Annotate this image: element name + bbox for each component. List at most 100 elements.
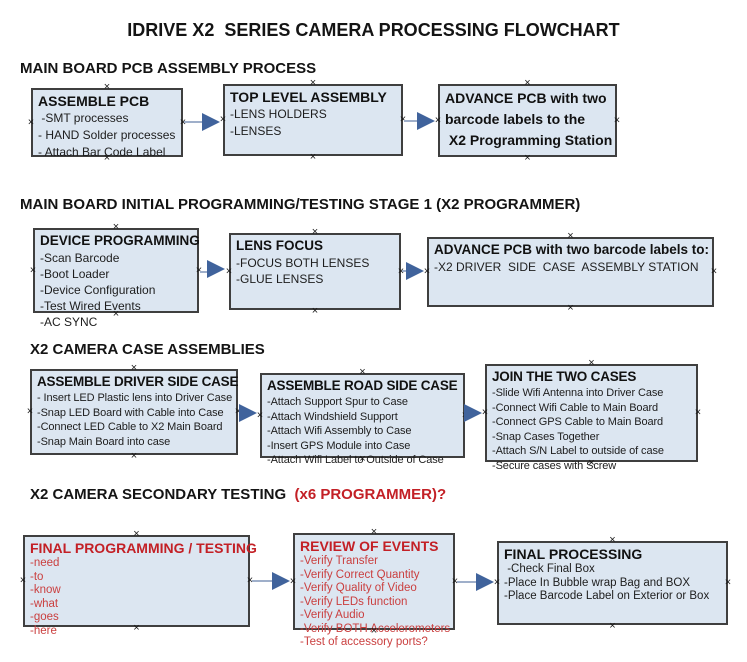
page-title: IDRIVE X2 SERIES CAMERA PROCESSING FLOWC…	[127, 20, 620, 40]
connector-handle-icon: ×	[613, 114, 621, 126]
box-item: -Boot Loader	[40, 267, 110, 281]
box-item: -Verify BOTH Accelerometers	[300, 622, 451, 635]
connector-handle-icon: ×	[710, 265, 718, 278]
box-item: -to	[30, 570, 44, 583]
connector-handle-icon: ×	[370, 625, 378, 637]
box-item: -SMT processes	[38, 111, 129, 125]
connector-handle-icon: ×	[309, 151, 317, 163]
connector-handle-icon: ×	[481, 406, 489, 419]
box-item: -Secure cases with Screw	[492, 459, 617, 472]
box-item: -Scan Barcode	[40, 251, 120, 265]
section-heading-case-assemblies: X2 CAMERA CASE ASSEMBLIES	[30, 341, 265, 358]
box-item: -Connect LED Cable to X2 Main Board	[37, 421, 223, 433]
section-heading-initial-programming: MAIN BOARD INITIAL PROGRAMMING/TESTING S…	[20, 196, 580, 213]
flow-box-top-level-assembly: TOP LEVEL ASSEMBLY-LENS HOLDERS-LENSES××…	[219, 78, 407, 163]
connector-handle-icon: ×	[359, 366, 366, 378]
connector-handle-icon: ×	[289, 575, 297, 587]
connector-handle-icon: ×	[370, 526, 378, 538]
flow-box-advance-to-driver-side: ADVANCE PCB with two barcode labels to:-…	[423, 231, 718, 314]
connector-handle-icon: ×	[524, 77, 531, 89]
box-title: ASSEMBLE PCB	[38, 93, 150, 109]
flow-box-assemble-road-side: ASSEMBLE ROAD SIDE CASE-Attach Support S…	[256, 367, 469, 467]
connector-handle-icon: ×	[130, 450, 138, 462]
flow-box-lens-focus: LENS FOCUS-FOCUS BOTH LENSES-GLUE LENSES…	[225, 227, 404, 317]
flow-box-final-programming: FINAL PROGRAMMING / TESTING-need-to-know…	[19, 529, 257, 637]
box-item: -Snap Main Board into case	[37, 435, 171, 448]
section-heading-text: X2 CAMERA SECONDARY TESTING	[30, 486, 295, 503]
connector-handle-icon: ×	[27, 116, 35, 128]
connector-handle-icon: ×	[19, 574, 27, 587]
flow-arrow	[200, 260, 225, 278]
box-item: -Attach Wifi Label to Outside of Case	[267, 454, 444, 466]
connector-handle-icon: ×	[423, 265, 431, 278]
connector-handle-icon: ×	[694, 406, 702, 419]
flow-box-review-of-events: REVIEW OF EVENTS-Verify Transfer-Verify …	[289, 527, 458, 649]
flow-box-assemble-pcb: ASSEMBLE PCB -SMT processes - HAND Solder…	[27, 82, 187, 164]
box-item: -need	[30, 557, 60, 569]
box-item: -Place In Bubble wrap Bag and BOX	[504, 576, 691, 589]
connector-handle-icon: ×	[133, 622, 140, 634]
connector-handle-icon: ×	[26, 405, 34, 418]
connector-handle-icon: ×	[112, 221, 120, 233]
box-title: FINAL PROCESSING	[504, 546, 643, 562]
connector-handle-icon: ×	[359, 453, 366, 465]
box-item: -Snap Cases Together	[492, 430, 600, 443]
box-item: -Verify LEDs function	[300, 595, 408, 608]
connector-handle-icon: ×	[609, 534, 616, 546]
connector-handle-icon: ×	[724, 576, 732, 589]
box-item: -GLUE LENSES	[236, 272, 324, 286]
box-title: ADVANCE PCB with two barcode labels to:	[434, 242, 710, 257]
box-item: -Verify Quality of Video	[300, 582, 417, 594]
flow-box-final-processing: FINAL PROCESSING -Check Final Box-Place …	[493, 535, 732, 632]
box-item: -Device Configuration	[40, 283, 156, 297]
connector-handle-icon: ×	[195, 264, 203, 276]
box-item: -LENS HOLDERS	[230, 107, 327, 121]
connector-handle-icon: ×	[246, 574, 254, 587]
box-item: -Attach Wifi Assembly to Case	[267, 425, 412, 437]
box-item: - HAND Solder processes	[38, 128, 176, 142]
connector-handle-icon: ×	[219, 113, 227, 126]
box-item: -Connect Wifi Cable to Main Board	[492, 401, 659, 414]
box-item: -Verify Transfer	[300, 555, 378, 567]
connector-handle-icon: ×	[311, 305, 319, 317]
connector-handle-icon: ×	[493, 576, 501, 589]
section-heading-text: MAIN BOARD PCB ASSEMBLY PROCESS	[20, 60, 317, 77]
connector-handle-icon: ×	[179, 116, 187, 128]
flow-box-join-the-two-cases: JOIN THE TWO CASES -Slide Wifi Antenna in…	[481, 358, 702, 472]
connector-handle-icon: ×	[461, 409, 469, 421]
box-title: JOIN THE TWO CASES	[492, 369, 637, 384]
box-title: TOP LEVEL ASSEMBLY	[230, 89, 387, 105]
connector-handle-icon: ×	[234, 405, 242, 418]
box-item: barcode labels to the	[445, 111, 586, 127]
box-item: -goes	[30, 611, 59, 623]
box-item: -what	[30, 597, 59, 610]
box-item: -Slide Wifi Antenna into Driver Case	[492, 387, 664, 399]
box-item: - Insert LED Plastic lens into Driver Ca…	[37, 392, 233, 404]
box-title: REVIEW OF EVENTS	[300, 538, 439, 554]
box-item: -know	[30, 584, 61, 596]
section-heading-text: MAIN BOARD INITIAL PROGRAMMING/TESTING S…	[20, 196, 581, 213]
connector-handle-icon: ×	[567, 302, 574, 314]
connector-handle-icon: ×	[399, 113, 407, 126]
box-item: -Test of accessory ports?	[300, 636, 428, 648]
box-item: -Insert GPS Module into Case	[267, 439, 411, 452]
connector-handle-icon: ×	[29, 264, 37, 276]
box-item: -Place Barcode Label on Exterior or Box	[504, 590, 710, 602]
box-item: -Test Wired Events	[40, 299, 141, 313]
connector-handle-icon: ×	[103, 152, 111, 164]
connector-handle-icon: ×	[256, 409, 264, 421]
box-item: -Verify Correct Quantity	[300, 568, 420, 581]
connector-handle-icon: ×	[588, 457, 595, 469]
box-title: DEVICE PROGRAMMING	[40, 233, 200, 248]
box-title: ASSEMBLE DRIVER SIDE CASE	[37, 374, 239, 389]
section-heading-pcb-assembly: MAIN BOARD PCB ASSEMBLY PROCESS	[20, 60, 316, 77]
connector-handle-icon: ×	[225, 265, 233, 277]
box-title: FINAL PROGRAMMING / TESTING	[30, 540, 257, 556]
connector-handle-icon: ×	[609, 620, 616, 632]
connector-handle-icon: ×	[567, 230, 574, 242]
box-item: -Snap LED Board with Cable into Case	[37, 406, 224, 419]
connector-handle-icon: ×	[311, 226, 319, 238]
box-item: -Attach Support Spur to Case	[267, 396, 408, 408]
box-item: -LENSES	[230, 124, 282, 138]
